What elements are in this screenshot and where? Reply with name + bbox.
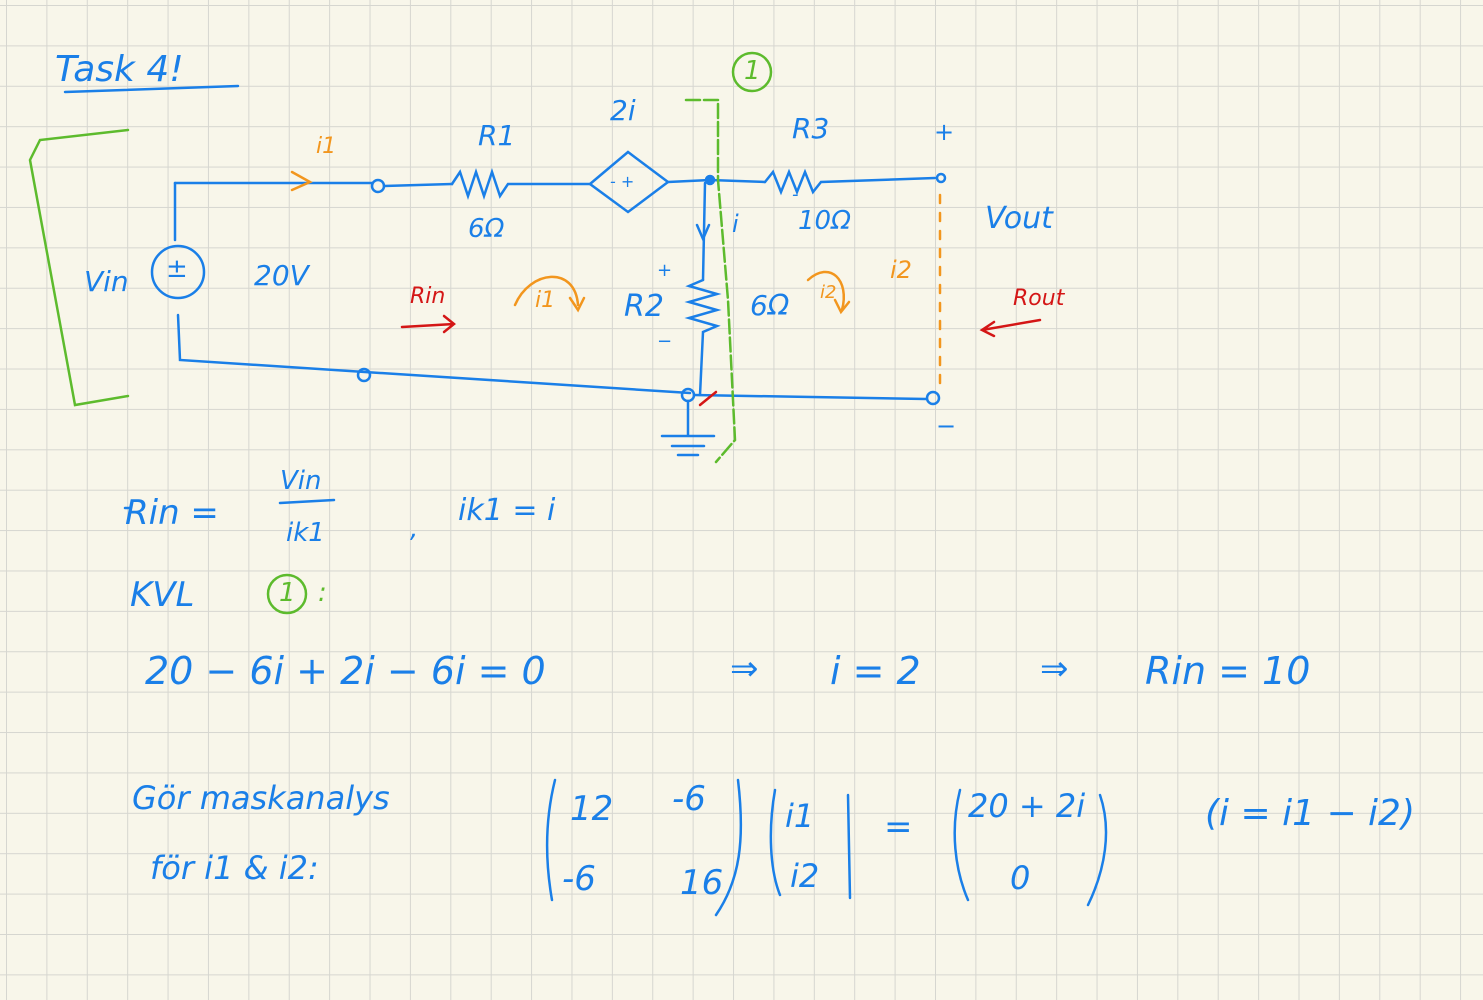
terminal-out-top — [935, 172, 947, 184]
dep-source-signs: - + — [610, 172, 635, 191]
arrow-2: ⇒ — [1040, 649, 1069, 689]
kvl-marker: 1 — [279, 578, 296, 608]
kvl-marker-circle — [266, 573, 308, 615]
wire-down-to-r2 — [701, 181, 707, 282]
ik1-equation: ik1 = i — [458, 493, 556, 528]
source-wire-bottom — [176, 313, 692, 395]
rin-denominator: ik1 — [286, 518, 325, 548]
vout-plus: + — [934, 118, 955, 146]
i1-arrow — [290, 170, 313, 192]
label-r3: R3 — [792, 112, 830, 145]
rout-arrow — [979, 318, 1042, 338]
r2-minus: − — [657, 331, 673, 352]
resistor-r1 — [450, 168, 592, 200]
kvl-label: KVL — [130, 575, 195, 615]
loop-i2-arrow — [806, 270, 851, 315]
label-r2-value: 6Ω — [750, 289, 790, 322]
title-underline — [63, 84, 240, 94]
resistor-r2 — [684, 278, 722, 397]
rin-arrow — [400, 314, 457, 334]
matrix-right-bracket — [714, 778, 743, 917]
rhs-right-bracket — [1086, 793, 1108, 907]
bottom-wire-out — [692, 393, 928, 401]
label-vin-value: 20V — [254, 259, 309, 292]
arrow-1: ⇒ — [730, 649, 759, 689]
voltage-source — [150, 244, 206, 300]
loop-i1-label: i1 — [535, 288, 556, 313]
rin-numerator: Vin — [280, 466, 322, 496]
current-relation: (i = i1 − i2) — [1205, 793, 1416, 834]
kvl-colon: : — [318, 578, 327, 608]
label-rin: Rin — [410, 284, 446, 309]
kvl-equation: 20 − 6i + 2i − 6i = 0 — [145, 649, 546, 693]
matrix-left-bracket — [545, 778, 557, 902]
loop-i1-arrow — [513, 275, 586, 313]
node-cut-line — [684, 98, 737, 464]
mesh-text-line2: för i1 & i2: — [150, 849, 319, 887]
label-dep-source: 2i — [610, 94, 636, 127]
vout-minus: − — [936, 412, 957, 440]
r2-plus: + — [657, 260, 673, 281]
vector-right-bracket — [846, 793, 852, 900]
mesh-text-line1: Gör maskanalys — [132, 779, 390, 817]
label-r1: R1 — [478, 119, 516, 152]
matrix-a22: 16 — [680, 863, 724, 903]
vector-i1: i1 — [785, 797, 815, 835]
label-r1-value: 6Ω — [468, 214, 505, 244]
node-marker: 1 — [744, 56, 761, 86]
label-vin: Vin — [84, 265, 129, 298]
label-r2: R2 — [624, 289, 664, 324]
i-result: i = 2 — [830, 649, 921, 693]
label-rout: Rout — [1013, 286, 1065, 311]
r3-minus: - — [792, 184, 799, 205]
title: Task 4! — [55, 49, 184, 90]
label-i1: i1 — [316, 134, 337, 159]
rin-fraction-bar — [278, 498, 336, 505]
wire-to-node — [666, 178, 712, 184]
terminal-in-top — [370, 178, 386, 194]
wire-to-r1 — [382, 182, 454, 188]
rin-result: Rin = 10 — [1145, 649, 1311, 693]
rhs-left-bracket — [953, 788, 970, 902]
loop-i2-label: i2 — [820, 282, 837, 303]
source-symbol: ± — [166, 254, 188, 284]
label-i: i — [732, 210, 739, 238]
ground-red-mark — [698, 390, 718, 407]
rhs-bottom: 0 — [1010, 859, 1031, 897]
rhs-top: 20 + 2i — [968, 787, 1086, 825]
ground-symbol — [660, 399, 716, 457]
equals-sign: = — [884, 807, 913, 847]
vector-i2: i2 — [790, 857, 820, 895]
label-i2: i2 — [890, 256, 912, 284]
vector-left-bracket — [769, 788, 782, 897]
node-marker-circle — [731, 51, 773, 93]
terminal-out-bottom — [925, 390, 941, 406]
current-arrow-i — [695, 223, 711, 243]
matrix-a12: -6 — [672, 779, 706, 819]
matrix-a11: 12 — [570, 789, 614, 829]
label-r3-value: 10Ω — [798, 206, 851, 236]
terminal-in-bottom — [356, 367, 372, 383]
comma: , — [410, 514, 419, 544]
ground-node — [680, 387, 696, 403]
resistor-r3 — [763, 168, 937, 196]
input-bracket — [28, 128, 130, 407]
rin-lhs: Rin = — [125, 493, 219, 533]
matrix-a21: -6 — [562, 859, 596, 899]
label-vout: Vout — [985, 201, 1053, 236]
